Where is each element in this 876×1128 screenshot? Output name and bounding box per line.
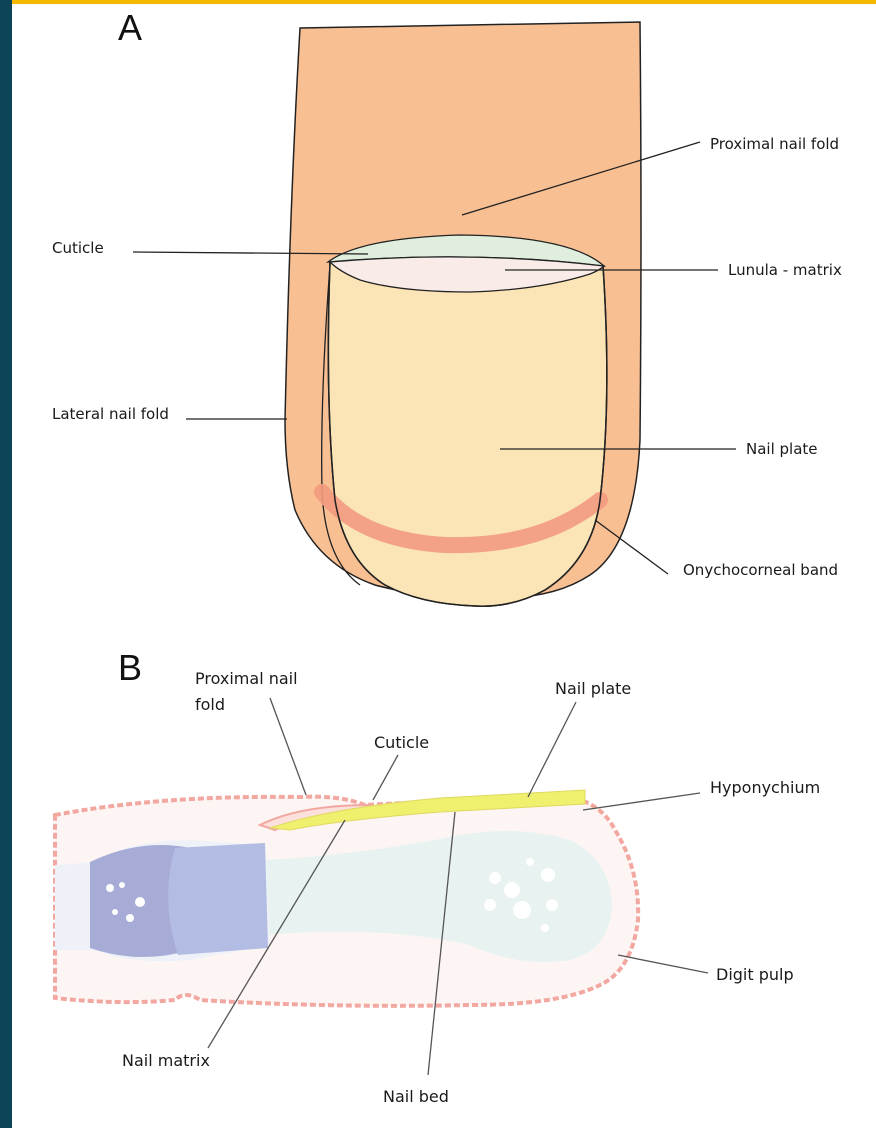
joint-capsule bbox=[168, 843, 268, 955]
label-onychocorneal-band: Onychocorneal band bbox=[683, 561, 838, 579]
label-cuticle: Cuticle bbox=[52, 239, 104, 257]
label-b-proximal-nail-fold-line2: fold bbox=[195, 695, 225, 714]
panel-a-letter: A bbox=[118, 7, 142, 48]
nail-plate-shape bbox=[328, 259, 607, 606]
label-b-proximal-nail-fold-line1: Proximal nail bbox=[195, 669, 298, 688]
label-b-nail-bed: Nail bed bbox=[383, 1087, 449, 1106]
leader-b-hyponychium bbox=[583, 793, 700, 810]
label-nail-plate: Nail plate bbox=[746, 440, 818, 458]
label-proximal-nail-fold: Proximal nail fold bbox=[710, 135, 839, 153]
leader-b-proximal-nail-fold bbox=[270, 698, 306, 795]
panel-b-letter: B bbox=[118, 647, 142, 688]
label-lunula-matrix: Lunula - matrix bbox=[728, 261, 842, 279]
leader-b-digit-pulp bbox=[618, 955, 708, 973]
label-b-cuticle: Cuticle bbox=[374, 733, 429, 752]
leader-b-nail-plate bbox=[528, 702, 576, 797]
label-b-nail-matrix: Nail matrix bbox=[122, 1051, 210, 1070]
label-b-hyponychium: Hyponychium bbox=[710, 778, 820, 797]
label-b-nail-plate: Nail plate bbox=[555, 679, 631, 698]
leader-b-cuticle bbox=[373, 755, 398, 800]
label-lateral-nail-fold: Lateral nail fold bbox=[52, 405, 169, 423]
label-b-digit-pulp: Digit pulp bbox=[716, 965, 794, 984]
